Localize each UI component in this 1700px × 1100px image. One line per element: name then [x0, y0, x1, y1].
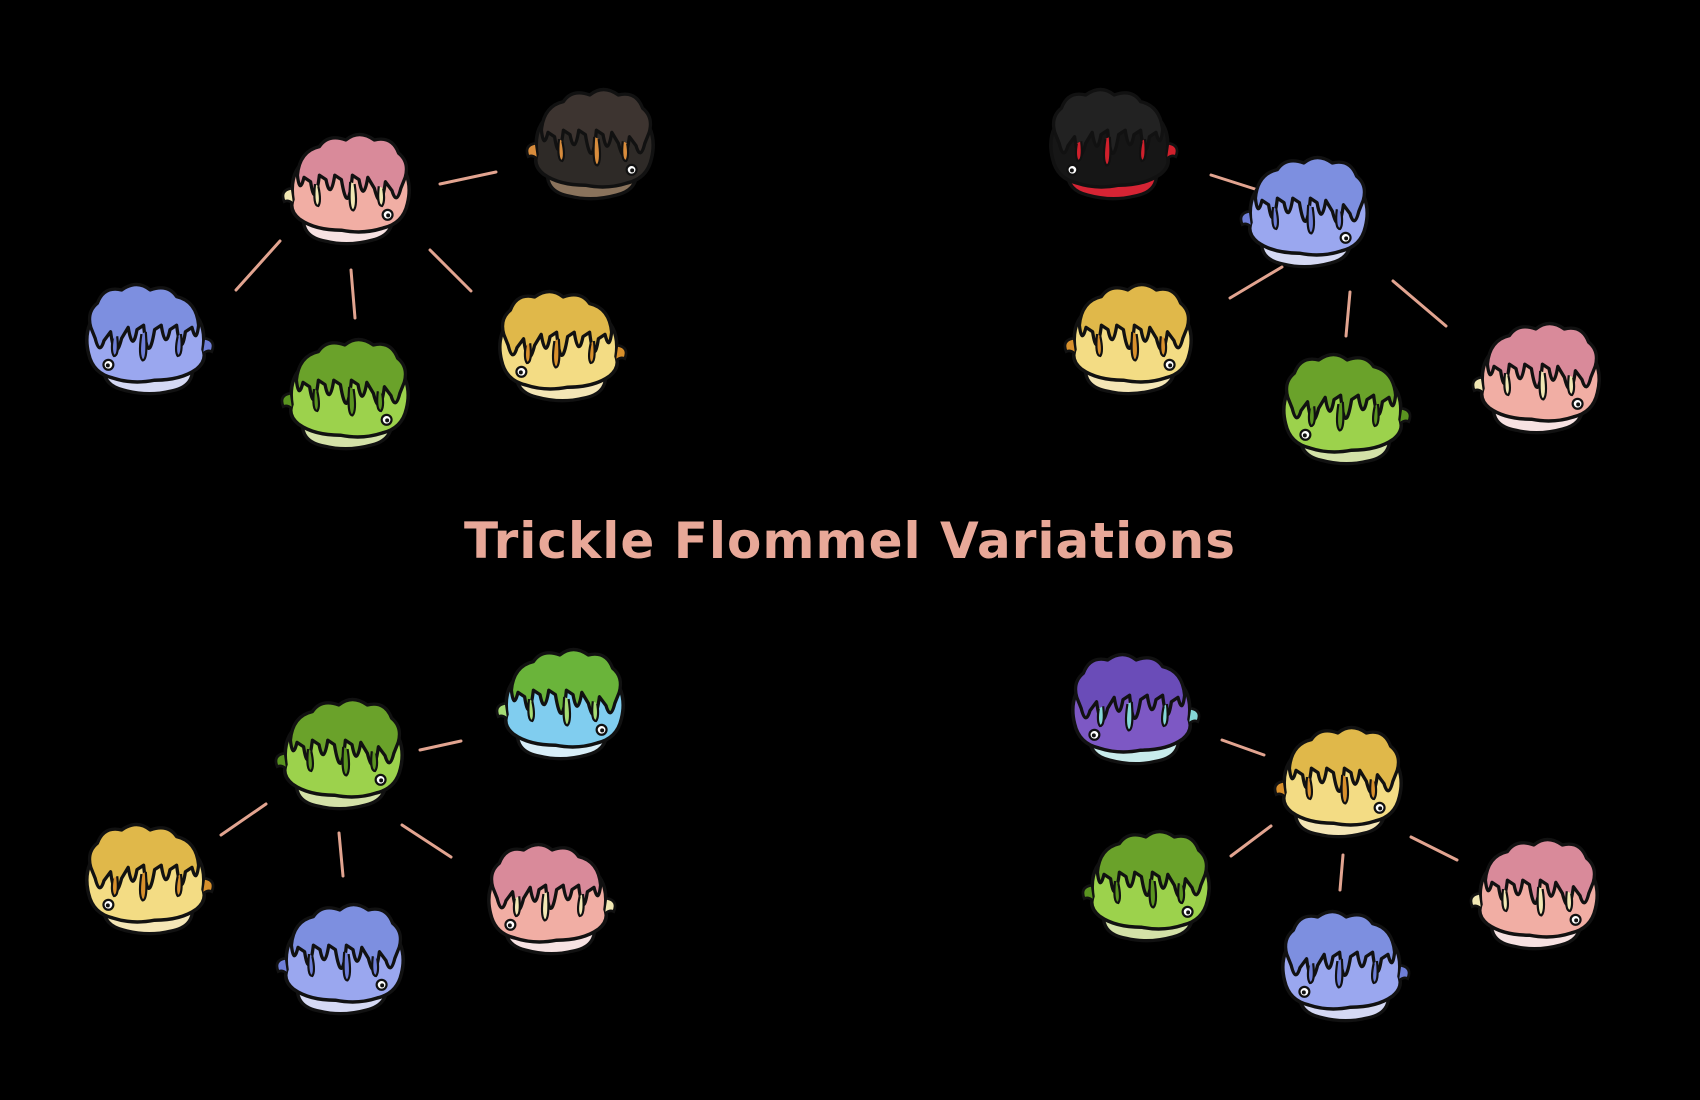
flommel-group-2-variant-1	[1049, 87, 1179, 201]
connector-layer	[219, 170, 1459, 892]
connector-g2-4	[1391, 279, 1448, 328]
connector-g4-1	[1220, 738, 1266, 757]
flommel-group-3-variant-4	[487, 842, 617, 956]
flommel-group-3-center	[274, 697, 404, 811]
flommel-group-4-variant-2	[1081, 829, 1211, 943]
connector-g3-2	[219, 802, 268, 837]
flommel-group-3-variant-3	[275, 902, 405, 1016]
flommel-group-1-variant-1	[525, 87, 655, 201]
flommel-group-1-variant-2	[85, 282, 215, 396]
connector-g1-2	[234, 239, 282, 292]
connector-g4-3	[1338, 853, 1345, 892]
flommel-group-4-center	[1273, 725, 1403, 839]
flommel-group-4-variant-3	[1281, 909, 1411, 1023]
flommel-group-2-variant-2	[1063, 282, 1193, 396]
connector-g2-1	[1209, 173, 1260, 192]
connector-g4-2	[1229, 824, 1273, 858]
flommel-group-2-variant-3	[1282, 352, 1412, 466]
flommel-group-3-variant-2	[85, 822, 215, 936]
diagram-title: Trickle Flommel Variations	[463, 512, 1237, 570]
connector-g1-1	[438, 170, 498, 186]
flommel-group-4-variant-4	[1469, 837, 1599, 951]
flommel-group-1-variant-3	[280, 337, 410, 451]
creature-layer	[85, 87, 1601, 1023]
flommel-group-3-variant-1	[495, 647, 625, 761]
flommel-group-1-variant-4	[498, 289, 628, 403]
connector-g2-3	[1344, 290, 1352, 338]
flommel-group-2-center	[1239, 155, 1369, 269]
flommel-group-1-center	[281, 132, 411, 246]
flommel-group-4-variant-1	[1071, 652, 1201, 766]
flommel-group-2-variant-4	[1471, 321, 1601, 435]
connector-g1-3	[349, 268, 357, 320]
connector-g1-4	[428, 248, 473, 293]
connector-g3-4	[400, 823, 453, 859]
connector-g4-4	[1409, 835, 1459, 862]
connector-g2-2	[1228, 265, 1284, 300]
connector-g3-3	[337, 831, 345, 878]
connector-g3-1	[418, 739, 463, 752]
